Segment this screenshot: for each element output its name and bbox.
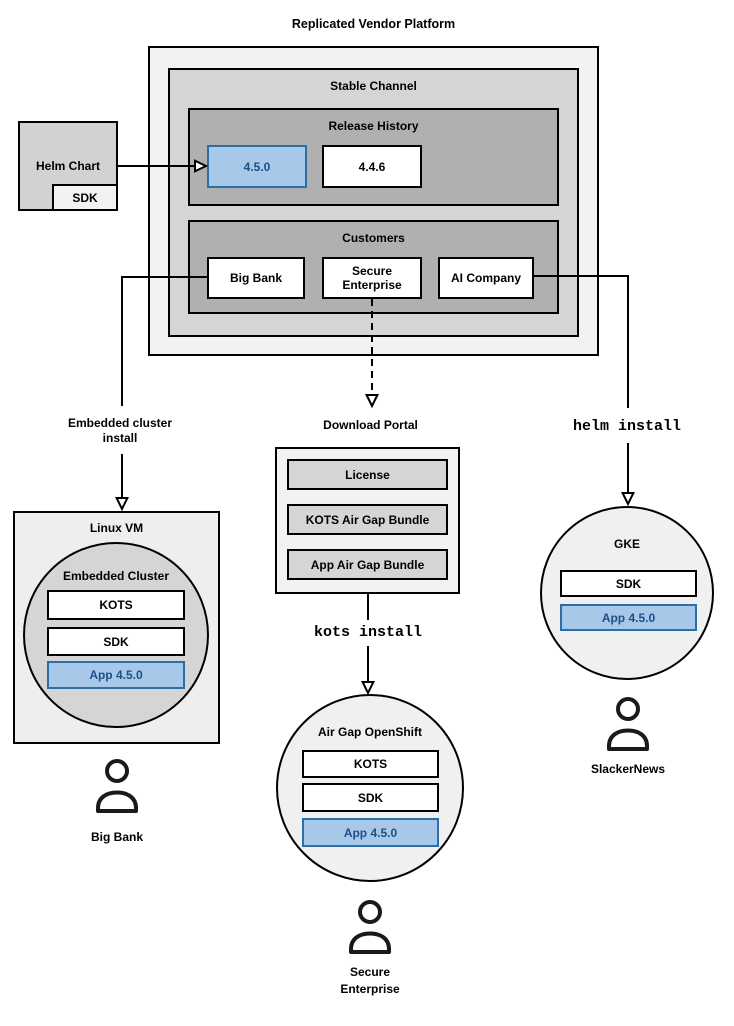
customer-big-bank: Big Bank [207, 257, 305, 299]
component-app-version: App 4.5.0 [302, 818, 439, 847]
person-icon [607, 697, 649, 751]
download-portal-title: Download Portal [323, 418, 418, 432]
component-sdk: SDK [560, 570, 697, 597]
component-kots: KOTS [47, 590, 185, 620]
customer-ai-company: AI Company [438, 257, 534, 299]
air-gap-openshift-title: Air Gap OpenShift [317, 725, 422, 739]
edge-label-kots-install: kots install [313, 624, 423, 641]
release-history-title: Release History [328, 119, 419, 133]
persona-slackernews-label: SlackerNews [590, 762, 666, 776]
portal-item-license: License [287, 459, 448, 490]
embedded-cluster-title: Embedded Cluster [62, 569, 170, 583]
edge-portal-to-openshift [360, 594, 376, 696]
component-app-version: App 4.5.0 [47, 661, 185, 689]
gke-title: GKE [613, 537, 640, 551]
person-icon [96, 759, 138, 813]
component-app-version: App 4.5.0 [560, 604, 697, 631]
portal-item-kots-airgap-bundle: KOTS Air Gap Bundle [287, 504, 448, 535]
release-version-4-4-6: 4.4.6 [322, 145, 422, 188]
helm-chart-sdk-box: SDK [52, 184, 118, 211]
portal-item-app-airgap-bundle: App Air Gap Bundle [287, 549, 448, 580]
customer-secure-enterprise: Secure Enterprise [322, 257, 422, 299]
release-version-4-5-0: 4.5.0 [207, 145, 307, 188]
component-sdk: SDK [302, 783, 439, 812]
stable-channel-title: Stable Channel [330, 79, 417, 93]
customers-title: Customers [342, 231, 405, 245]
persona-secure-enterprise-label: Secure Enterprise [340, 965, 400, 996]
component-kots: KOTS [302, 750, 439, 778]
edge-label-embedded-cluster-install: Embedded cluster install [67, 416, 173, 445]
person-icon [349, 900, 391, 954]
persona-big-bank-label: Big Bank [90, 830, 143, 844]
component-sdk: SDK [47, 627, 185, 656]
linux-vm-title: Linux VM [89, 521, 144, 535]
edge-label-helm-install: helm install [572, 418, 682, 435]
page-title: Replicated Vendor Platform [291, 17, 456, 31]
